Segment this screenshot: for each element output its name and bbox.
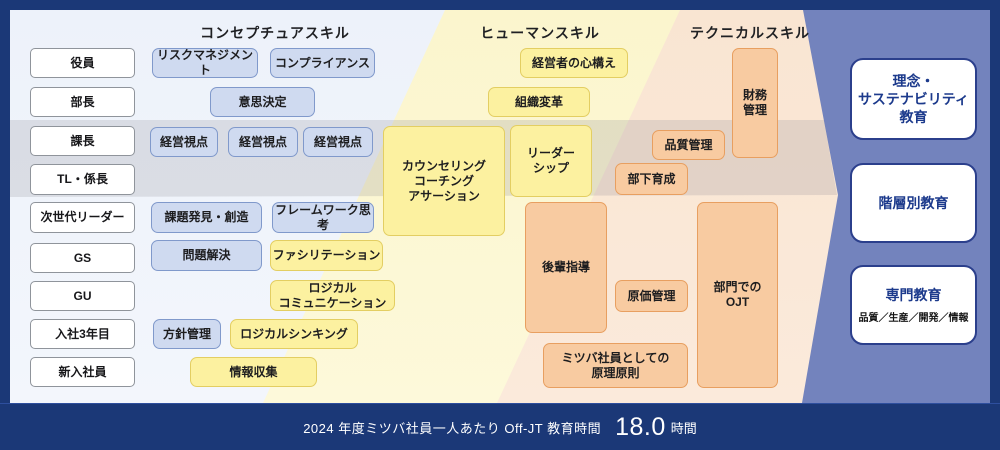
role-box-new-employee: 新入社員 <box>30 357 135 387</box>
header-human-skill: ヒューマンスキル <box>480 25 600 41</box>
offjt-hours-value: 18.0 <box>615 413 666 441</box>
skill-box-executive-mindset: 経営者の心構え <box>520 48 628 78</box>
education-box-specialized: 専門教育 品質／生産／開発／情報 <box>850 265 977 345</box>
header-technical-skill: テクニカルスキル <box>690 25 810 41</box>
role-box-team-leader: TL・係長 <box>30 164 135 195</box>
offjt-hours-unit: 時間 <box>670 421 697 436</box>
skill-box-management-view-1: 経営視点 <box>150 127 218 157</box>
role-box-third-year: 入社3年目 <box>30 319 135 349</box>
skill-box-risk-management: リスクマネジメント <box>152 48 258 78</box>
skill-box-org-change: 組織変革 <box>488 87 590 117</box>
education-subtitle: 品質／生産／開発／情報 <box>858 312 969 324</box>
diagram-canvas: コンセプチュアスキル ヒューマンスキル テクニカルスキル 役員 部長 課長 TL… <box>10 10 990 403</box>
skill-box-info-gathering: 情報収集 <box>190 357 317 387</box>
skill-box-financial-management: 財務 管理 <box>732 48 778 158</box>
skill-box-framework-thinking: フレームワーク思考 <box>272 202 374 233</box>
skill-box-subordinate-development: 部下育成 <box>615 163 688 195</box>
skill-box-facilitation: ファシリテーション <box>270 240 383 271</box>
education-title: 理念・ サステナビリティ 教育 <box>858 72 969 126</box>
education-box-hierarchical: 階層別教育 <box>850 163 977 243</box>
education-box-philosophy-sustainability: 理念・ サステナビリティ 教育 <box>850 58 977 140</box>
skill-box-counseling-coaching: カウンセリング コーチング アサーション <box>383 126 505 236</box>
skill-box-management-view-3: 経営視点 <box>303 127 373 157</box>
role-box-next-gen-leader: 次世代リーダー <box>30 202 135 233</box>
offjt-hours-bar: 2024 年度ミツバ社員一人あたり Off-JT 教育時間 18.0 時間 <box>0 403 1000 450</box>
education-title: 専門教育 <box>885 287 942 304</box>
role-box-gu: GU <box>30 281 135 311</box>
role-box-executive: 役員 <box>30 48 135 78</box>
role-box-gs: GS <box>30 243 135 273</box>
skill-box-decision-making: 意思決定 <box>210 87 315 117</box>
skill-box-logical-thinking: ロジカルシンキング <box>230 319 358 349</box>
skill-box-leadership: リーダー シップ <box>510 125 592 197</box>
skill-box-management-view-2: 経営視点 <box>228 127 298 157</box>
header-conceptual-skill: コンセプチュアスキル <box>200 25 350 41</box>
role-box-general-manager: 部長 <box>30 87 135 117</box>
skill-box-department-ojt: 部門での OJT <box>697 202 778 388</box>
skill-box-compliance: コンプライアンス <box>270 48 375 78</box>
skill-box-logical-communication: ロジカル コミュニケーション <box>270 280 395 311</box>
offjt-hours-label: 2024 年度ミツバ社員一人あたり Off-JT 教育時間 <box>303 421 602 436</box>
skill-box-junior-guidance: 後輩指導 <box>525 202 607 333</box>
skill-box-problem-finding: 課題発見・創造 <box>151 202 262 233</box>
role-box-section-manager: 課長 <box>30 126 135 156</box>
skill-box-cost-management: 原価管理 <box>615 280 688 312</box>
skill-box-problem-solving: 問題解決 <box>151 240 262 271</box>
skill-box-mitsuba-principles: ミツバ社員としての 原理原則 <box>543 343 688 388</box>
skill-box-policy-management: 方針管理 <box>153 319 221 349</box>
skill-box-quality-management: 品質管理 <box>652 130 725 160</box>
education-title: 階層別教育 <box>878 194 949 211</box>
